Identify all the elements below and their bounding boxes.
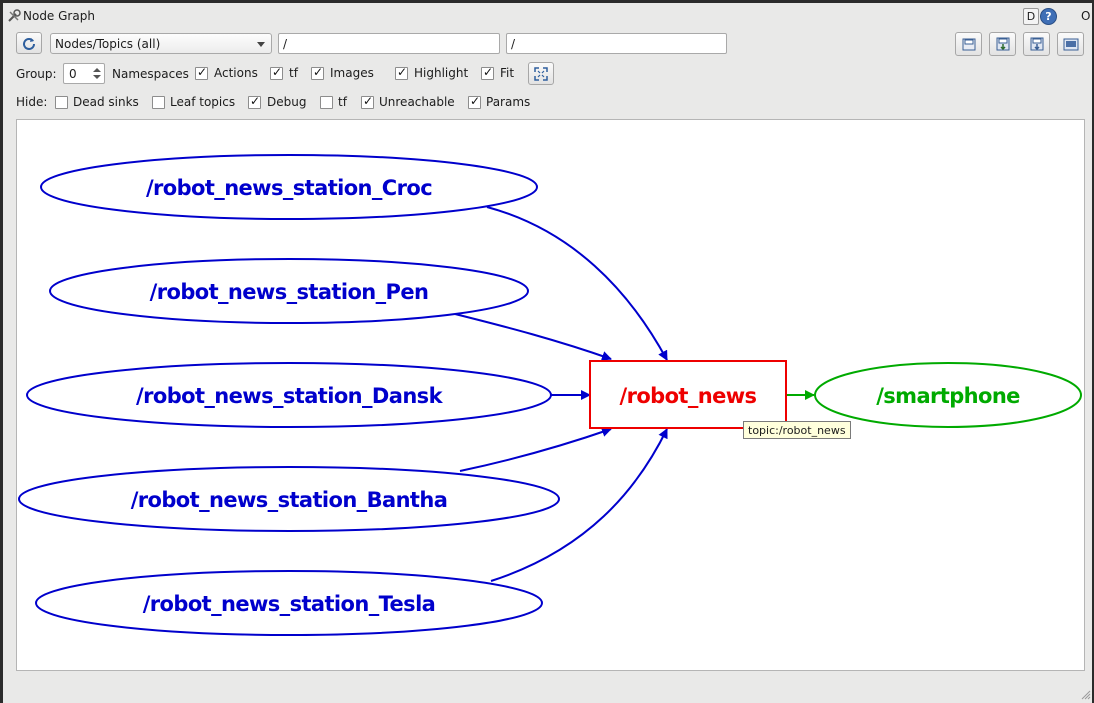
open-file-icon <box>962 38 976 51</box>
publisher-node-tesla[interactable]: /robot_news_station_Tesla <box>35 570 543 636</box>
tools-icon <box>8 9 21 22</box>
edge-pen-to-topic <box>454 313 612 361</box>
subscriber-node-label: /smartphone <box>876 384 1020 408</box>
group-spinbox[interactable]: 0 <box>63 63 105 84</box>
tf-checkbox[interactable] <box>270 65 283 80</box>
publisher-node-label: /robot_news_station_Croc <box>146 176 432 200</box>
group-value: 0 <box>69 67 77 81</box>
highlight-checkbox[interactable] <box>395 65 408 80</box>
graph-type-value: Nodes/Topics (all) <box>55 37 161 51</box>
publisher-node-label: /robot_news_station_Tesla <box>143 592 436 616</box>
tf-label: tf <box>289 66 298 80</box>
debug-checkbox[interactable] <box>248 94 261 109</box>
images-label: Images <box>330 66 374 80</box>
graph-canvas[interactable]: /robot_news_station_Croc /robot_news_sta… <box>16 119 1085 671</box>
namespace-filter-input[interactable] <box>278 33 500 54</box>
edge-tesla-to-topic <box>490 428 668 582</box>
dead-sinks-checkbox[interactable] <box>55 96 68 109</box>
publisher-node-bantha[interactable]: /robot_news_station_Bantha <box>18 466 560 532</box>
unreachable-label: Unreachable <box>379 95 455 109</box>
help-icon[interactable]: ? <box>1040 8 1057 25</box>
window-frame-left <box>0 0 3 703</box>
graph-svg: /robot_news_station_Croc /robot_news_sta… <box>18 154 1082 636</box>
topic-tooltip: topic:/robot_news <box>743 421 851 439</box>
graph-type-select[interactable]: Nodes/Topics (all) <box>50 33 272 54</box>
unreachable-checkbox[interactable] <box>361 94 374 109</box>
edge-bantha-to-topic <box>459 427 612 472</box>
dead-sinks-label: Dead sinks <box>73 95 139 109</box>
fit-in-view-button[interactable] <box>528 62 554 85</box>
hide-label: Hide: <box>16 95 48 109</box>
save-image-button[interactable] <box>1057 32 1084 56</box>
publisher-node-label: /robot_news_station_Dansk <box>136 384 444 408</box>
hide-tf-checkbox[interactable] <box>320 96 333 109</box>
namespaces-label: Namespaces <box>112 67 189 81</box>
title-bar: Node Graph D ? O <box>3 3 1092 29</box>
refresh-icon <box>23 38 35 50</box>
spin-down-icon[interactable] <box>92 74 102 82</box>
window-title: Node Graph <box>23 9 95 23</box>
publisher-node-label: /robot_news_station_Bantha <box>131 488 448 512</box>
save-image-icon <box>1063 38 1079 51</box>
save-dot-button[interactable] <box>989 32 1016 56</box>
publisher-node-pen[interactable]: /robot_news_station_Pen <box>49 258 529 324</box>
dock-button[interactable]: D <box>1023 8 1039 25</box>
actions-checkbox[interactable] <box>195 65 208 80</box>
hide-tf-label: tf <box>338 95 347 109</box>
options-button[interactable]: O <box>1081 9 1091 23</box>
publisher-node-label: /robot_news_station_Pen <box>150 280 429 304</box>
topic-filter-input[interactable] <box>506 33 727 54</box>
leaf-topics-label: Leaf topics <box>170 95 236 109</box>
publisher-node-croc[interactable]: /robot_news_station_Croc <box>40 154 538 220</box>
highlight-label: Highlight <box>414 66 469 80</box>
topic-node-robot-news[interactable]: /robot_news <box>589 360 787 429</box>
fit-checkbox[interactable] <box>481 65 494 80</box>
fit-view-icon <box>534 67 548 81</box>
chevron-down-icon <box>257 42 265 47</box>
window-frame-top <box>0 0 1094 3</box>
group-label: Group: <box>16 67 57 81</box>
save-dot-icon <box>996 37 1010 51</box>
images-checkbox[interactable] <box>311 65 324 80</box>
publisher-node-dansk[interactable]: /robot_news_station_Dansk <box>26 362 552 428</box>
topic-node-label: /robot_news <box>620 384 757 408</box>
subscriber-node-smartphone[interactable]: /smartphone <box>814 362 1082 428</box>
debug-label: Debug <box>267 95 307 109</box>
fit-label: Fit <box>500 66 515 80</box>
refresh-button[interactable] <box>16 32 42 54</box>
leaf-topics-checkbox[interactable] <box>152 96 165 109</box>
params-label: Params <box>486 95 531 109</box>
save-svg-button[interactable] <box>1023 32 1050 56</box>
edge-croc-to-topic <box>486 206 668 361</box>
spin-up-icon[interactable] <box>92 66 102 74</box>
params-checkbox[interactable] <box>468 94 481 109</box>
window-frame-right <box>1092 0 1094 703</box>
load-dot-button[interactable] <box>955 32 982 56</box>
actions-label: Actions <box>214 66 258 80</box>
resize-grip-icon[interactable] <box>1081 690 1091 700</box>
save-svg-icon <box>1030 37 1044 51</box>
